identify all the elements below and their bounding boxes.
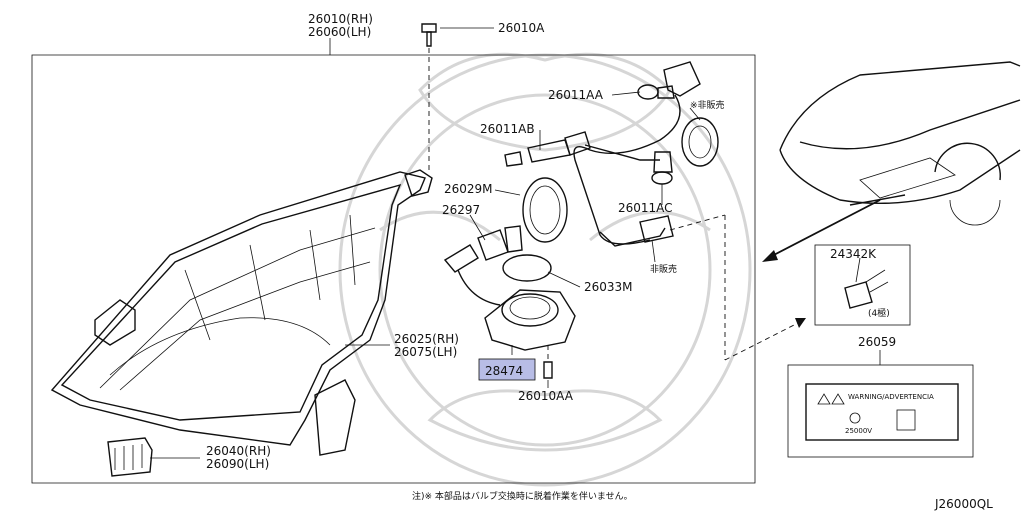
bulb-26011AC	[651, 151, 673, 198]
reference-arrows	[669, 199, 881, 361]
label-26075-lh: 26075(LH)	[394, 345, 457, 359]
label-not-sold-mid: 非販売	[650, 263, 677, 275]
label-26029M: 26029M	[444, 182, 493, 196]
label-26033M: 26033M	[584, 280, 633, 294]
bracket-part	[107, 437, 153, 477]
footnote: 注)※ 本部品はバルブ交換時に脱着作業を伴いません。	[412, 490, 633, 502]
label-26025-rh: 26025(RH)	[394, 332, 459, 346]
label-26011AC: 26011AC	[618, 201, 673, 215]
wiring-harness	[573, 94, 681, 247]
label-26090-lh: 26090(LH)	[206, 457, 269, 471]
label-26010AA: 26010AA	[518, 389, 574, 403]
label-not-sold-top: ※非販売	[690, 99, 725, 111]
warning-label-box	[787, 364, 974, 458]
watermark-emblem	[338, 52, 752, 487]
ballast-28474	[457, 269, 576, 351]
label-28474: 28474	[485, 364, 523, 378]
o-ring-26033M	[502, 254, 552, 282]
warning-triangle-icon	[817, 393, 831, 405]
label-26011AB: 26011AB	[480, 122, 535, 136]
label-26060-lh: 26060(LH)	[308, 25, 371, 39]
callout-labels: 26010(RH) 26060(LH) 26010A 26011AA ※非販売 …	[206, 12, 934, 471]
label-voltage: 25000V	[845, 427, 872, 435]
bulb-26011AB	[504, 131, 591, 167]
screw-26010A	[421, 23, 437, 172]
label-26059: 26059	[858, 335, 896, 349]
diagram-code: J26000QL	[934, 497, 993, 511]
retaining-ring-26029M	[522, 177, 568, 243]
label-26010-rh: 26010(RH)	[308, 12, 373, 26]
label-26010A: 26010A	[498, 21, 545, 35]
leader-lines	[150, 27, 881, 459]
xenon-bulb-26297	[443, 225, 523, 273]
label-26011AA: 26011AA	[548, 88, 604, 102]
screw-26010AA	[543, 345, 553, 379]
manual-book-icon	[896, 409, 916, 431]
label-26040-rh: 26040(RH)	[206, 444, 271, 458]
ballast-highlight	[478, 358, 536, 381]
warning-label	[805, 383, 959, 441]
connector-not-sold	[639, 215, 674, 243]
connector-24342K	[844, 269, 889, 309]
label-24342K: 24342K	[830, 247, 877, 261]
label-four-pole: (4極)	[868, 307, 890, 319]
parts-frame	[31, 54, 756, 484]
dust-cap	[681, 117, 719, 167]
label-26297: 26297	[442, 203, 480, 217]
connector-box	[814, 244, 911, 326]
label-warning-text: WARNING/ADVERTENCIA	[848, 393, 934, 401]
vehicle-illustration	[779, 61, 1021, 226]
headlamp-assembly	[50, 169, 433, 456]
hand-icon	[849, 412, 861, 424]
warning-triangle-icon	[831, 393, 845, 405]
